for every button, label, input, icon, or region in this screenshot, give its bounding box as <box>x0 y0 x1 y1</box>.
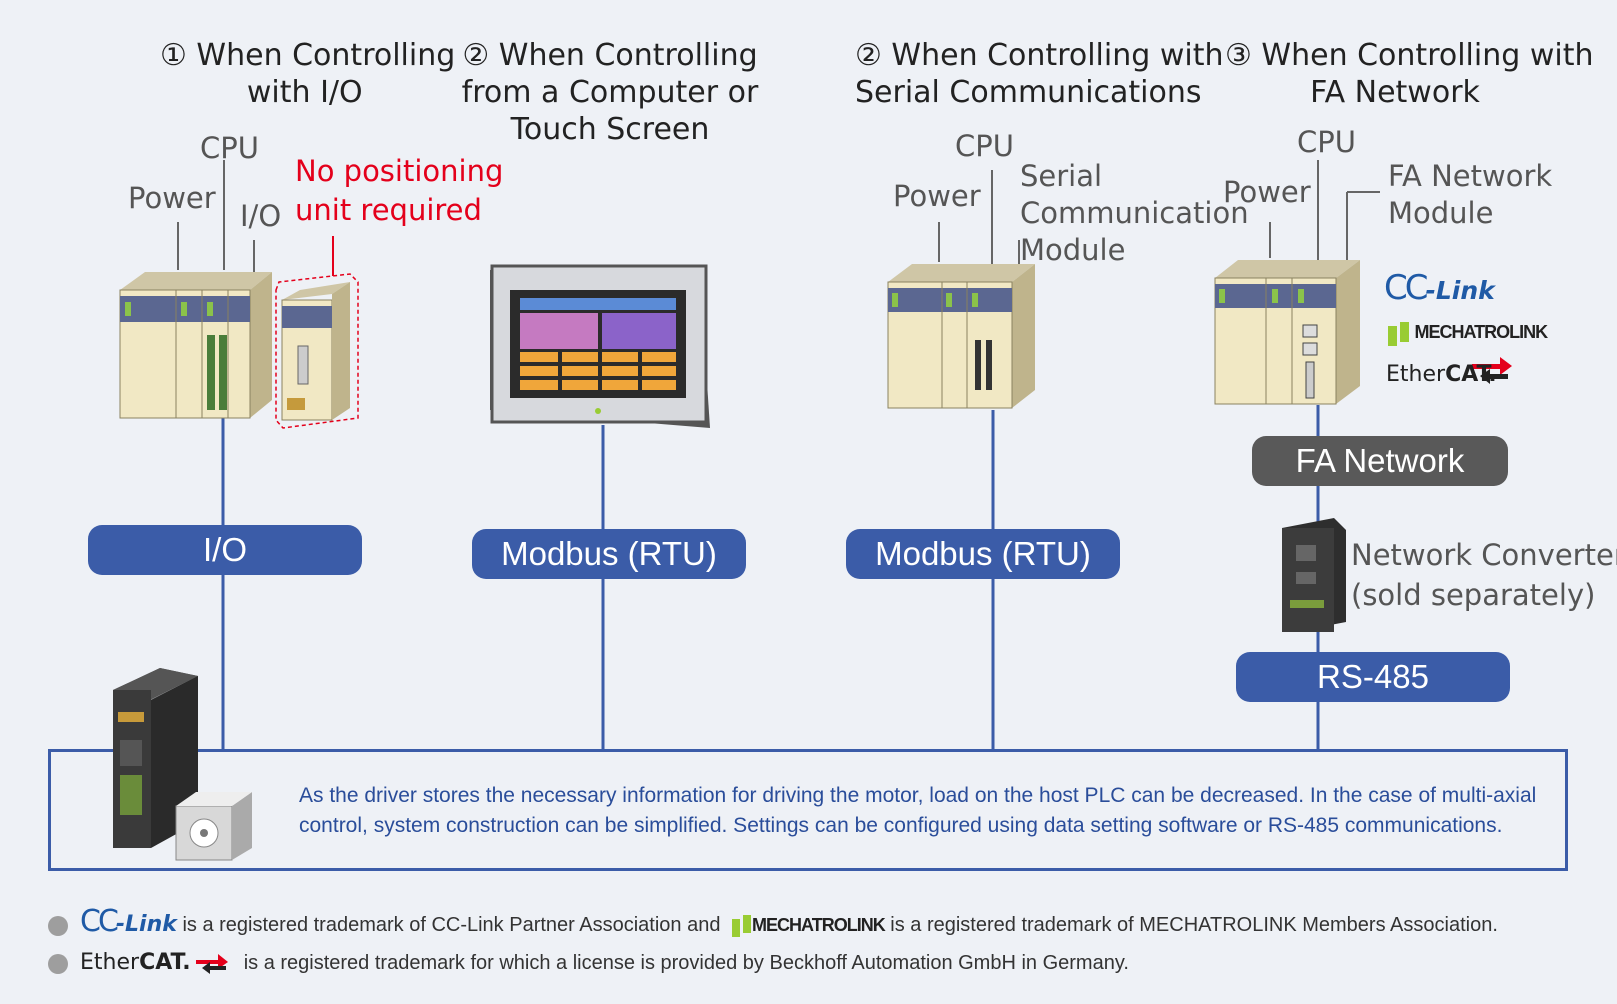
cpu-label: CPU <box>955 129 1014 163</box>
driver-motor-image <box>113 668 252 861</box>
ethercat-arrow-icon <box>196 953 229 974</box>
trademark-note: CC-Link is a registered trademark of CC-… <box>48 904 1498 939</box>
bullet-icon <box>48 915 68 936</box>
touch-screen-device <box>490 264 710 428</box>
fa-module-label: FA Network Module <box>1388 159 1553 230</box>
ethercat-logo: EtherCAT. <box>1386 362 1497 387</box>
mechatrolink-icon <box>732 914 752 937</box>
power-label: Power <box>1223 175 1311 209</box>
scenario-1-title: ① When Controlling with I/O <box>160 38 456 110</box>
ethercat-logo: EtherCAT. <box>80 950 191 975</box>
modbus-interface-badge: Modbus (RTU) <box>846 529 1120 579</box>
plc-fa-network-device <box>1214 260 1360 405</box>
io-interface-badge: I/O <box>88 525 362 575</box>
cc-link-logo: CC-Link <box>80 904 177 939</box>
scenario-4-title: ③ When Controlling with FA Network <box>1225 38 1594 110</box>
io-label: I/O <box>240 199 282 233</box>
power-label: Power <box>893 179 981 213</box>
cpu-label: CPU <box>1297 125 1356 159</box>
power-label: Power <box>128 181 216 215</box>
mechatrolink-icon <box>1388 322 1409 346</box>
plc-serial-device <box>887 264 1035 409</box>
cc-link-logo: CC-Link <box>1384 268 1495 308</box>
mechatrolink-logo: MECHATROLINK <box>1388 322 1548 346</box>
scenario-3-title: ② When Controlling with Serial Communica… <box>855 38 1224 110</box>
scenario-2-title: ② When Controlling from a Computer or To… <box>461 38 759 147</box>
ethercat-arrow-icon <box>1472 357 1512 384</box>
positioning-unit <box>275 273 359 429</box>
serial-module-label: Serial Communication Module <box>1020 159 1249 267</box>
info-text: As the driver stores the necessary infor… <box>299 784 1537 837</box>
network-converter-label: Network Converter (sold separately) <box>1351 538 1617 612</box>
bullet-icon <box>48 953 68 974</box>
trademark-note: EtherCAT. is a registered trademark for … <box>48 950 1129 975</box>
no-positioning-note: No positioning unit required <box>295 154 504 227</box>
cpu-label: CPU <box>200 131 259 165</box>
network-converter-device <box>1282 518 1346 632</box>
info-box: As the driver stores the necessary infor… <box>48 749 1568 871</box>
rs485-interface-badge: RS-485 <box>1236 652 1510 702</box>
modbus-interface-badge: Modbus (RTU) <box>472 529 746 579</box>
connection-lines <box>221 405 1320 751</box>
plc-io-device <box>119 272 272 419</box>
fa-network-badge: FA Network <box>1252 436 1508 486</box>
